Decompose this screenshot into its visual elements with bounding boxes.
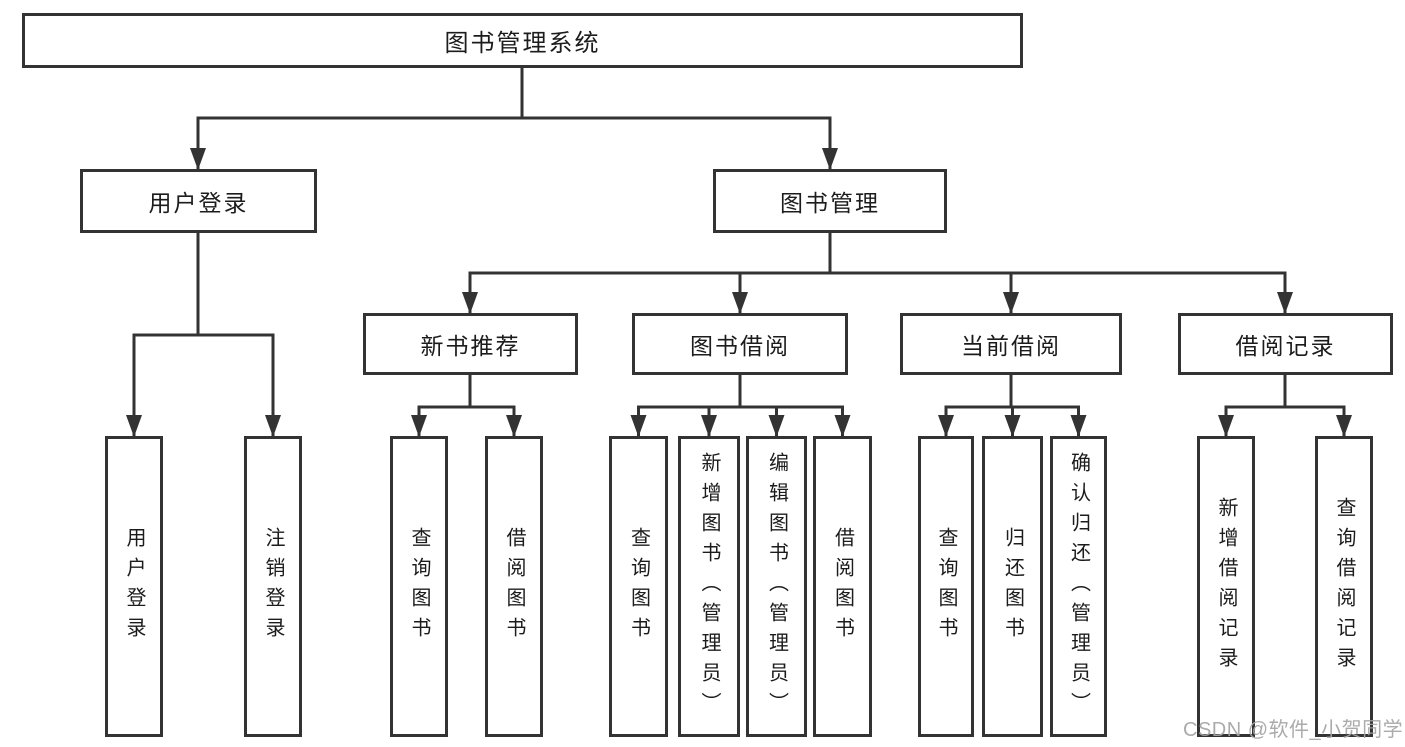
csdn-watermark: CSDN @软件_小贺同学: [1183, 719, 1404, 741]
node-book-borrow: 图书借阅: [632, 313, 848, 375]
leaf-return-book: 归还图书: [982, 436, 1043, 737]
node-book-management-label: 图书管理: [780, 190, 880, 216]
leaf-borrow-book-1: 借阅图书: [485, 436, 543, 737]
leaf-query-book-2: 查询图书: [609, 436, 668, 737]
node-book-management: 图书管理: [713, 169, 947, 233]
node-current-borrow: 当前借阅: [900, 313, 1122, 375]
node-borrow-record: 借阅记录: [1178, 313, 1393, 375]
node-new-book-recommend: 新书推荐: [363, 313, 578, 375]
leaf-logout: 注销登录: [244, 436, 302, 737]
leaf-user-login: 用户登录: [105, 436, 163, 737]
node-library-system: 图书管理系统: [22, 13, 1023, 68]
leaf-query-borrow-record: 查询借阅记录: [1315, 436, 1373, 737]
leaf-borrow-book-2: 借阅图书: [813, 436, 872, 737]
leaf-query-book-1: 查询图书: [390, 436, 448, 737]
node-user-login-label: 用户登录: [148, 190, 249, 216]
node-library-system-label: 图书管理系统: [444, 30, 601, 57]
leaf-confirm-return-admin: 确认归还（管理员）: [1050, 436, 1107, 737]
leaf-add-book-admin: 新增图书（管理员）: [678, 436, 740, 737]
leaf-query-book-3: 查询图书: [918, 436, 974, 737]
leaf-add-borrow-record: 新增借阅记录: [1197, 436, 1255, 737]
leaf-edit-book-admin: 编辑图书（管理员）: [746, 436, 807, 737]
node-user-login: 用户登录: [80, 169, 317, 233]
